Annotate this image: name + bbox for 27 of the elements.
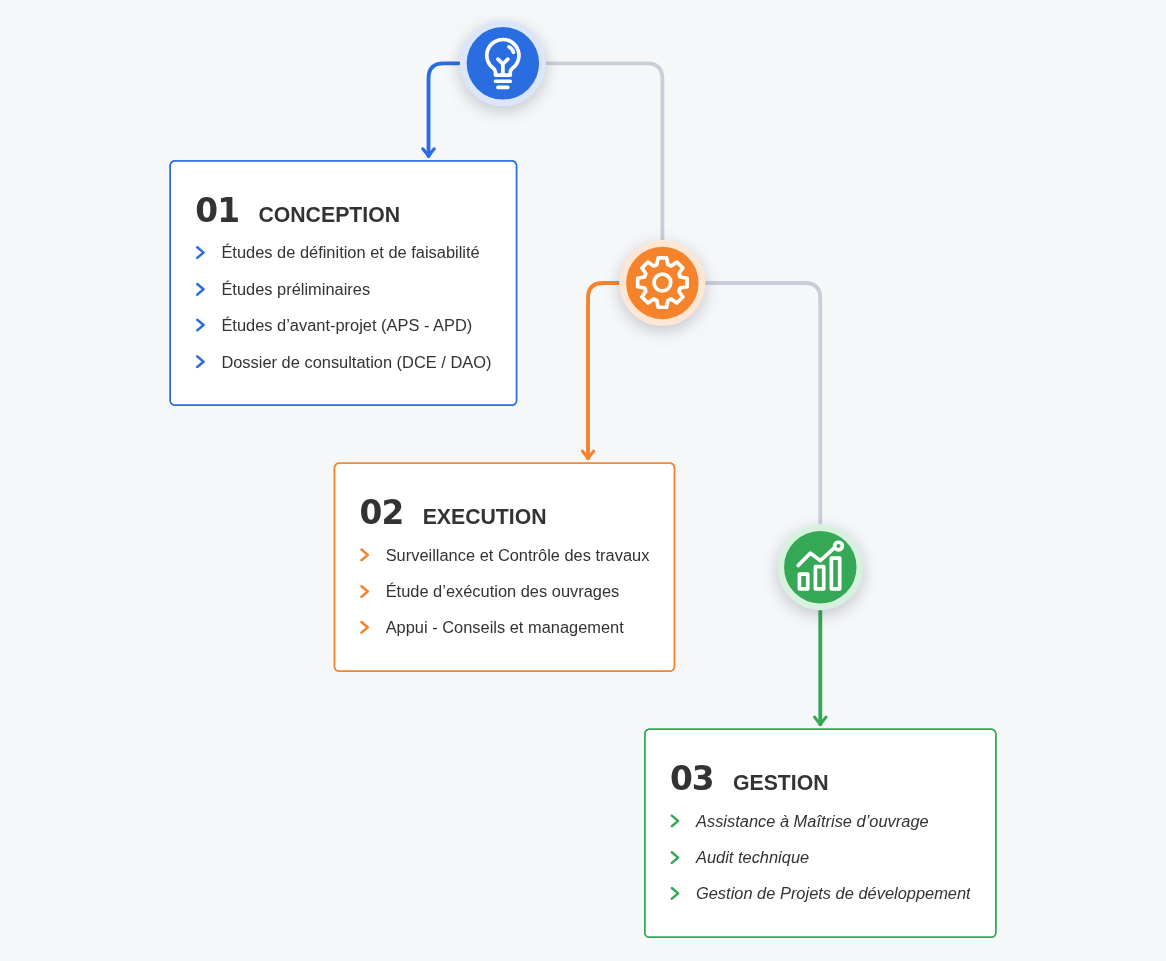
list-item: Études de définition et de faisabilité [221, 243, 480, 263]
step-circle [619, 240, 706, 326]
list-item: Assistance à Maîtrise d’ouvrage [696, 812, 929, 831]
arrow [580, 281, 620, 461]
step-card [644, 728, 997, 938]
step-circle [459, 20, 546, 107]
list-item: Appui - Conseils et management [385, 618, 624, 637]
list-item: Études préliminaires [221, 280, 371, 299]
list-item: Audit technique [696, 848, 810, 867]
list-item: Surveillance et Contrôle des travaux [385, 546, 650, 565]
connector-line [704, 281, 823, 525]
step-number: 01 [195, 190, 240, 230]
step-title: EXECUTION [422, 504, 547, 529]
step-number: 02 [359, 493, 404, 532]
connector-line [545, 61, 665, 241]
list-item: Étude d’exécution des ouvrages [385, 582, 620, 601]
list-item: Dossier de consultation (DCE / DAO) [221, 352, 492, 371]
step-card [169, 160, 518, 406]
step-title: CONCEPTION [258, 202, 401, 227]
list-item: Études d’avant-projet (APS - APD) [221, 316, 473, 335]
step-number: 03 [669, 759, 714, 798]
step-title: GESTION [733, 770, 829, 795]
step-circle [777, 524, 864, 611]
arrow [813, 609, 828, 727]
list-item: Gestion de Projets de développement [696, 884, 971, 903]
step-card [333, 462, 676, 672]
arrow [421, 61, 461, 158]
